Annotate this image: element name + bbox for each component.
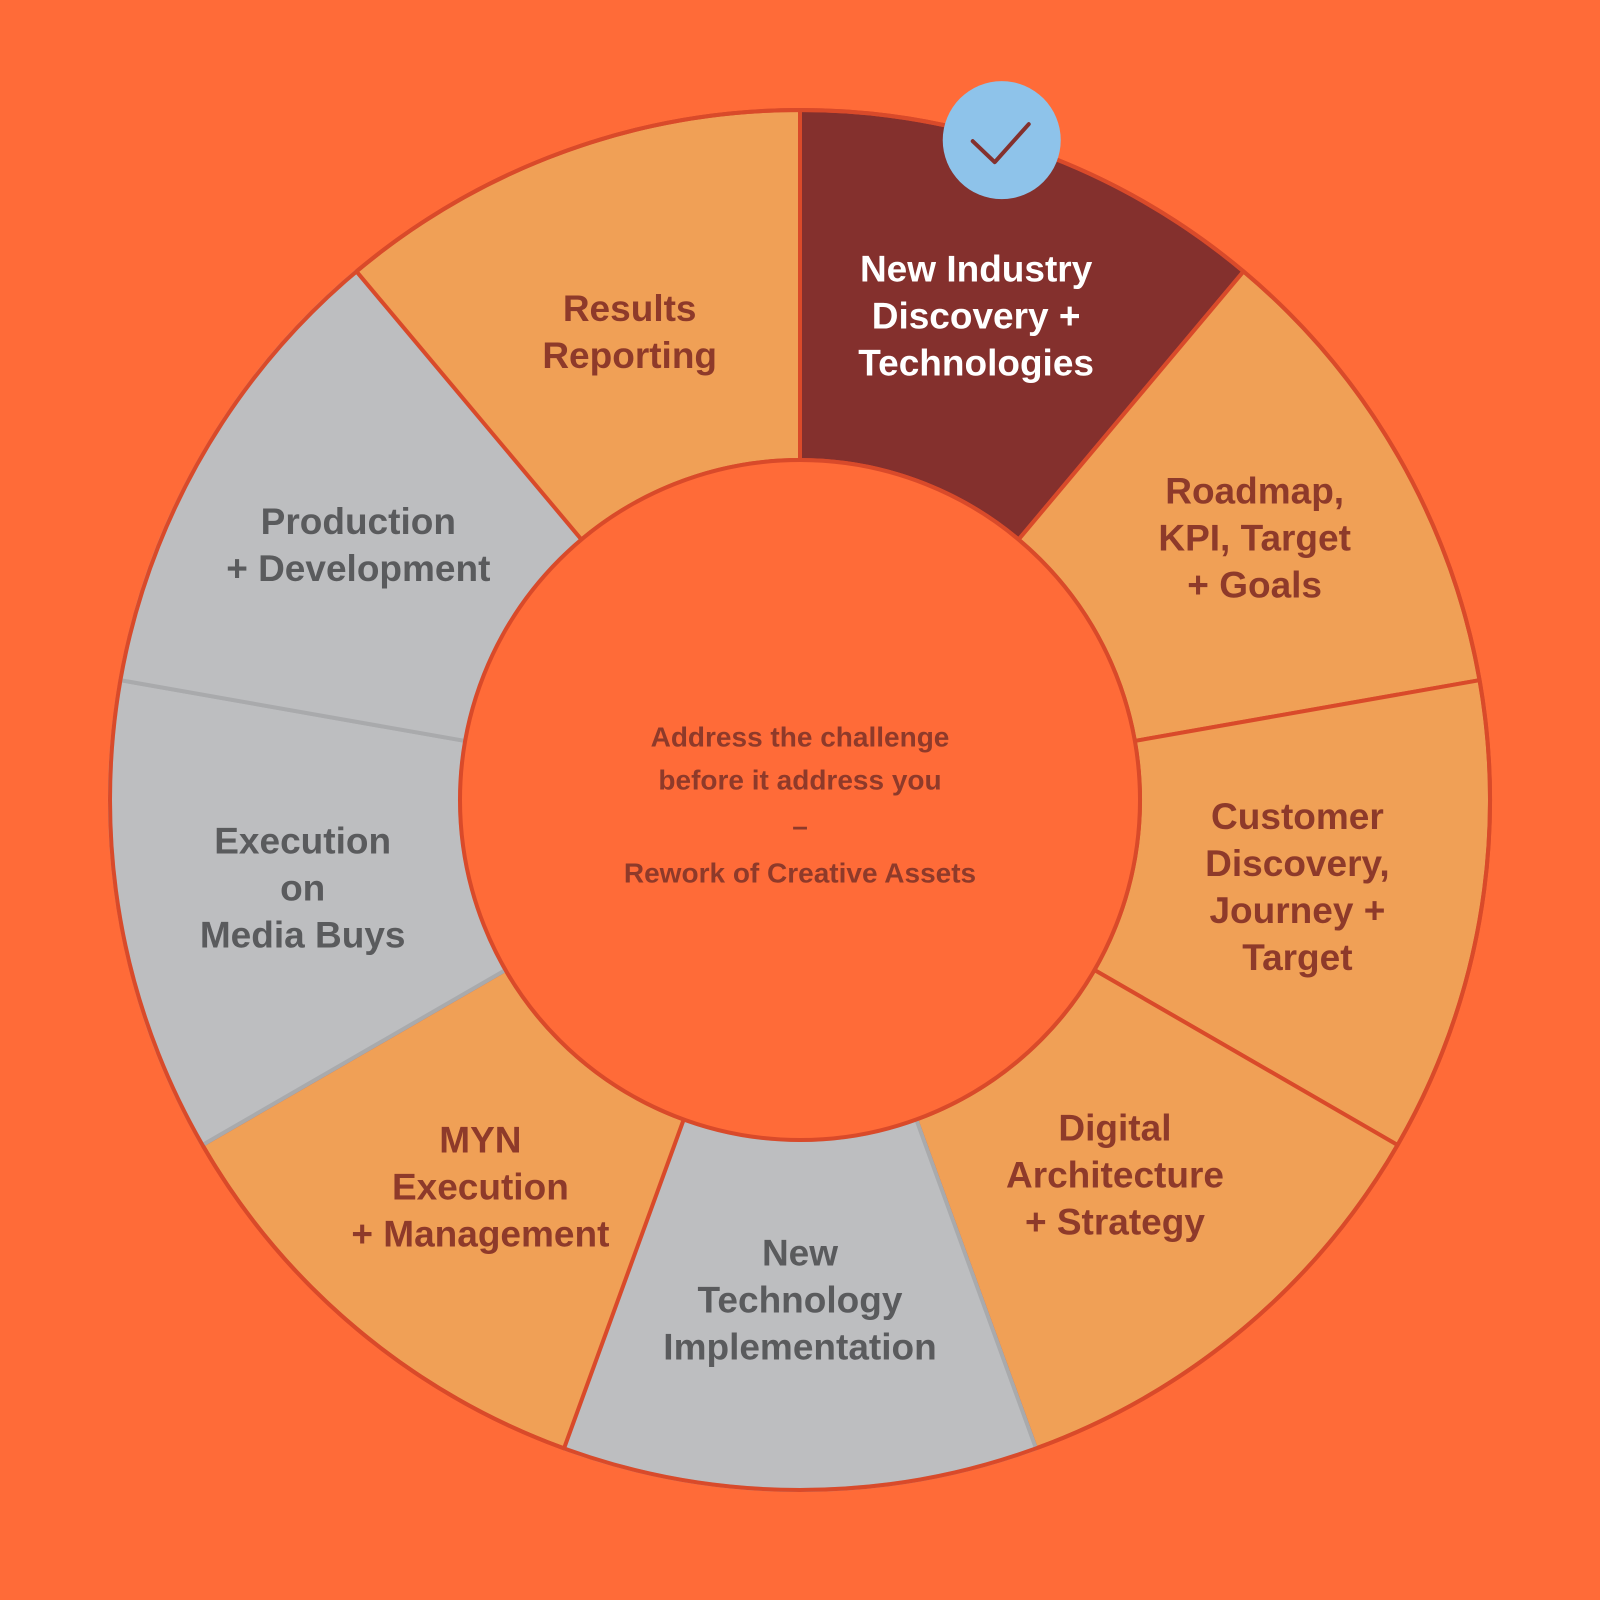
badge-circle [942,81,1061,200]
segment-label-results-reporting: Results Reporting [542,288,718,377]
center-dash: – [792,810,808,842]
center-message: Address the challenge before it address … [624,716,976,895]
segment-label-roadmap-kpi: Roadmap, KPI, Target + Goals [1158,470,1351,605]
center-circle [458,458,1142,1142]
checkmark-icon [970,122,1031,165]
wheel-outer-rim [108,108,1492,1492]
selected-badge[interactable] [942,81,1061,200]
segment-label-customer-discovery: Customer Discovery, Journey + Target [1205,795,1390,978]
segment-label-digital-architecture: Digital Architecture + Strategy [1005,1107,1224,1243]
segment-label-myn-execution: MYN Execution + Management [351,1119,610,1255]
center-line-1: Address the challenge [650,721,950,753]
segment-ring [108,108,1492,1492]
center-line-3: Rework of Creative Assets [623,857,977,889]
segment-label-new-technology-implementation: New Technology Implementation [663,1232,937,1368]
segment-label-new-industry-discovery: New Industry Discovery + Technologies [858,248,1094,384]
segment-label-production-development: Production + Development [226,501,491,589]
center-line-2: before it address you [658,764,942,796]
segment-label-execution-media-buys: Execution on Media Buys [199,820,406,956]
